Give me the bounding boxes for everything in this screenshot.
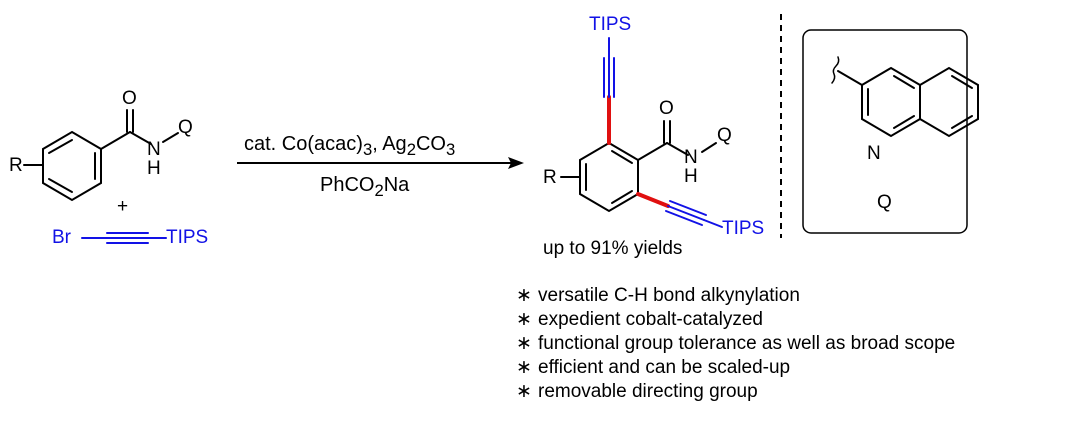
- quinoline-pyr-inner-1: [951, 75, 973, 89]
- reactant-benzamide-structure: [23, 109, 179, 202]
- additive-text-suffix: Na: [383, 174, 410, 196]
- feature-text: removable directing group: [538, 381, 758, 402]
- catalyst-sub-1: 3: [362, 140, 373, 159]
- product-bond-n-q: [701, 142, 717, 153]
- feature-item: ∗ versatile C-H bond alkynylation: [516, 284, 955, 308]
- bottom-alkyne-b: [667, 205, 705, 221]
- bullet-star-icon: ∗: [516, 309, 532, 330]
- product-inner-bond-1: [611, 150, 633, 164]
- arrow-head: [508, 157, 524, 169]
- bullet-star-icon: ∗: [516, 381, 532, 402]
- feature-item: ∗ removable directing group: [516, 380, 955, 404]
- catalyst-sub-2: 2: [406, 140, 416, 159]
- catalyst-text-mid: , Ag: [372, 133, 407, 155]
- quinoline-attach-bond: [837, 70, 863, 86]
- bullet-star-icon: ∗: [516, 333, 532, 354]
- product-structure: [560, 120, 717, 213]
- catalyst-text-prefix: cat. Co(acac): [244, 133, 363, 155]
- product-h-label: H: [684, 166, 698, 187]
- bottom-alkyne-a: [669, 200, 707, 216]
- feature-text: expedient cobalt-catalyzed: [538, 309, 763, 330]
- plus-sign: +: [117, 196, 129, 217]
- feature-list: ∗ versatile C-H bond alkynylation ∗ expedi…: [516, 284, 955, 404]
- quinoline-pyridine-ring: [919, 66, 979, 138]
- additive-conditions: PhCO2Na: [320, 174, 409, 202]
- product-o-label: O: [659, 98, 674, 119]
- quinoline-benzo-inner-1: [893, 75, 915, 89]
- feature-item: ∗ expedient cobalt-catalyzed: [516, 308, 955, 332]
- product-tips-bottom-label: TIPS: [722, 218, 765, 239]
- yield-text: up to 91% yields: [543, 238, 683, 259]
- bromo-label: Br: [52, 227, 71, 248]
- reactant-o-label: O: [122, 88, 137, 109]
- q-box-frame: [802, 29, 968, 234]
- reactant-n-label: N: [147, 139, 161, 160]
- reagent-tips-label: TIPS: [166, 227, 209, 248]
- product-n-label: N: [684, 147, 698, 168]
- bullet-star-icon: ∗: [516, 357, 532, 378]
- product-bond-ring-carbonyl: [637, 142, 668, 161]
- feature-text: functional group tolerance as well as br…: [538, 333, 956, 354]
- quinoline-benzo-inner-3: [893, 115, 915, 129]
- reaction-arrow: [237, 157, 524, 169]
- product-inner-bond-3: [611, 190, 633, 204]
- product-bond-c-n: [666, 142, 689, 156]
- product-alkynes: [603, 37, 723, 228]
- new-bond-bottom: [636, 192, 670, 208]
- bottom-alkyne-stub: [703, 219, 723, 228]
- attachment-wavy-mark: [831, 56, 840, 84]
- reactant-q-label: Q: [178, 117, 193, 138]
- reactant-h-label: H: [147, 158, 161, 179]
- quinoline-n-label: N: [867, 143, 881, 164]
- bullet-star-icon: ∗: [516, 285, 532, 306]
- product-q-label: Q: [717, 125, 732, 146]
- product-benzene-ring: [579, 141, 639, 213]
- bottom-alkyne-c: [665, 210, 703, 226]
- catalyst-conditions: cat. Co(acac)3, Ag2CO3: [244, 133, 455, 161]
- product-r-label: R: [543, 167, 557, 188]
- reactant-inner-bond-3: [48, 178, 73, 193]
- bromoalkyne-structure: [81, 232, 167, 244]
- additive-text-prefix: PhCO: [320, 174, 375, 196]
- feature-text: efficient and can be scaled-up: [538, 357, 791, 378]
- feature-item: ∗ functional group tolerance as well as b…: [516, 332, 955, 356]
- quinoline-benzo-ring: [861, 66, 921, 138]
- feature-text: versatile C-H bond alkynylation: [538, 285, 800, 306]
- quinoline-structure: [831, 56, 979, 138]
- catalyst-sub-3: 3: [445, 140, 456, 159]
- reactant-bond-ring-carbonyl: [100, 131, 131, 150]
- catalyst-text-mid2: CO: [415, 133, 446, 155]
- reactant-benzene-ring: [42, 130, 102, 202]
- reactant-r-label: R: [9, 155, 23, 176]
- quinoline-pyr-inner-2: [951, 115, 973, 129]
- reactant-bond-n-q: [162, 132, 179, 143]
- reactant-inner-bond-1: [48, 139, 73, 154]
- additive-sub: 2: [374, 181, 384, 200]
- new-bonds: [607, 95, 670, 208]
- reactant-bond-c-n: [129, 131, 152, 145]
- q-box-q-label: Q: [877, 192, 892, 213]
- feature-item: ∗ efficient and can be scaled-up: [516, 356, 955, 380]
- product-tips-top-label: TIPS: [589, 14, 632, 35]
